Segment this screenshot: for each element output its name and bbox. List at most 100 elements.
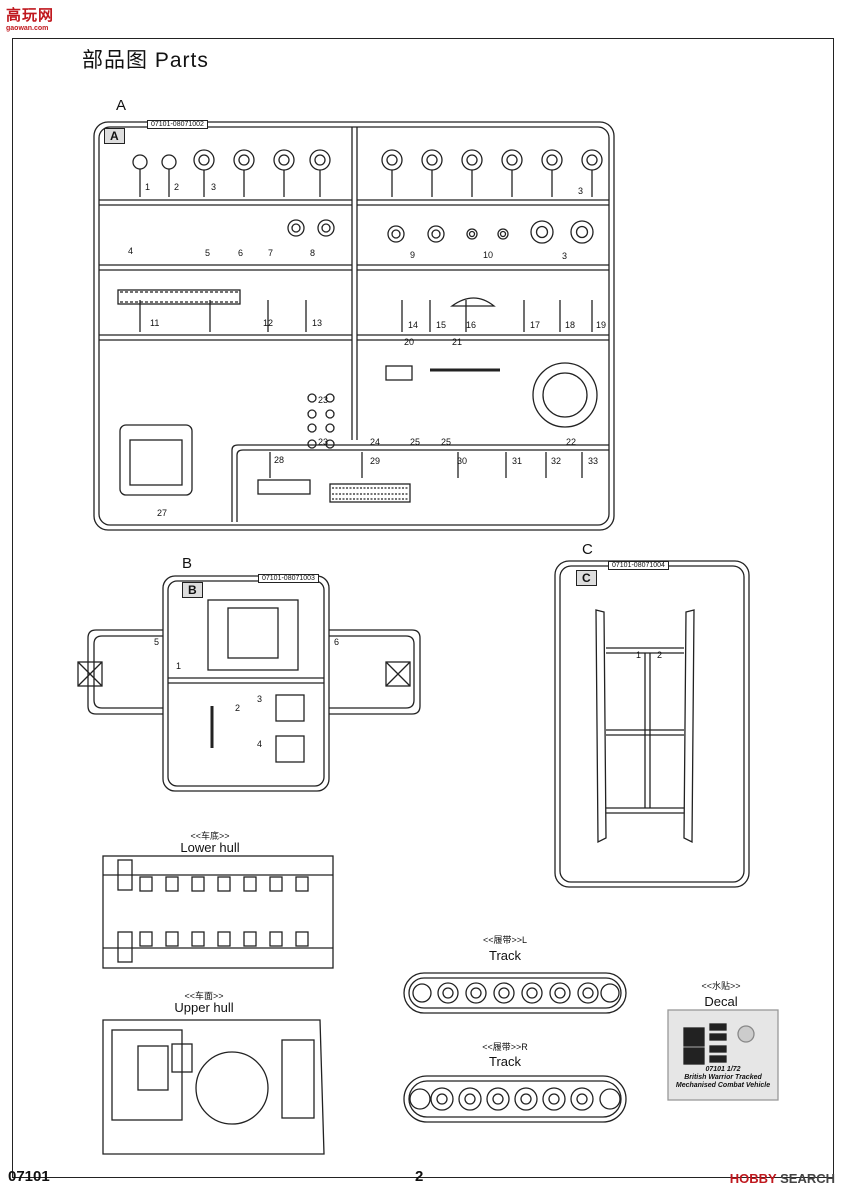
sprue-a-frame	[93, 121, 615, 531]
road-wheel-part	[461, 149, 483, 171]
road-wheel-hub	[198, 154, 210, 166]
track-wheel-hub	[464, 1093, 476, 1105]
sprue-c-frame	[554, 560, 750, 888]
road-wheel-hub	[238, 154, 250, 166]
lower-hull-caption: Lower hull	[180, 840, 240, 855]
sprue-c-letter: C	[582, 541, 593, 558]
part-label: 8	[310, 248, 316, 258]
track-road-wheel	[521, 982, 543, 1004]
wheel-part	[387, 225, 405, 243]
small-wheel-part	[325, 393, 335, 403]
suspension-arm	[139, 876, 153, 892]
watermark: HOBBY SEARCH	[730, 1171, 835, 1186]
part-label: 13	[312, 318, 323, 328]
part-label: 1	[176, 661, 182, 671]
part-label: 24	[370, 437, 381, 447]
part-label: 2	[174, 182, 180, 192]
part-label: 25	[441, 437, 452, 447]
track-road-wheel	[542, 1087, 566, 1111]
track-wheel-hub	[548, 1093, 560, 1105]
part-label: 4	[128, 246, 134, 256]
track-road-wheel	[458, 1087, 482, 1111]
track-road-wheel	[437, 982, 459, 1004]
wheel-hub	[391, 229, 401, 239]
road-wheel-hub	[426, 154, 438, 166]
part-label: 7	[268, 248, 274, 258]
suspension-arm	[139, 931, 153, 947]
part-label: 15	[436, 320, 447, 330]
suspension-arm	[243, 876, 257, 892]
wheel-part	[317, 219, 335, 237]
part-label: 2	[235, 703, 241, 713]
track-road-wheel	[430, 1087, 454, 1111]
part-label: 32	[551, 456, 562, 466]
track-left-caption-cn: <<履带>>L	[482, 935, 528, 945]
small-wheel-part	[325, 439, 335, 449]
part-label: 9	[410, 250, 416, 260]
road-wheel-part	[193, 149, 215, 171]
part-label: 11	[150, 318, 160, 328]
part-label: 1	[145, 182, 151, 192]
decal-caption-cn: <<水贴>>	[701, 981, 741, 991]
sprue-c-tab: C	[576, 570, 597, 586]
part-label: 3	[562, 251, 568, 261]
small-wheel-part	[325, 409, 335, 419]
track-wheel-hub	[436, 1093, 448, 1105]
part-label: 21	[452, 337, 463, 347]
part-label: 23	[318, 395, 329, 405]
page-number: 2	[415, 1168, 424, 1185]
part-label: 6	[334, 637, 340, 647]
track-road-wheel	[549, 982, 571, 1004]
track-idler	[409, 1088, 431, 1110]
road-wheel-part	[501, 149, 523, 171]
lower-hull-caption-cn: <<车底>>	[190, 831, 230, 841]
track-road-wheel	[493, 982, 515, 1004]
wheel-part	[530, 220, 554, 244]
track-left-caption: Track	[488, 948, 522, 963]
sprue-a-parts	[132, 149, 603, 478]
suspension-arm	[295, 876, 309, 892]
track-right-drawing	[403, 1075, 627, 1123]
sprue-b-code: 07101-08071003	[258, 574, 319, 583]
part-label: 30	[457, 456, 468, 466]
part-label: 1	[636, 650, 642, 660]
track-wheel-hub	[582, 987, 594, 999]
track-wheel-hub	[554, 987, 566, 999]
road-wheel-hub	[586, 154, 598, 166]
track-road-wheel	[570, 1087, 594, 1111]
part-label: 31	[512, 456, 523, 466]
track-wheel-hub	[576, 1093, 588, 1105]
part-label: 23	[318, 437, 329, 447]
track-idler	[599, 1088, 621, 1110]
small-wheel-part	[325, 423, 335, 433]
track-road-wheel	[465, 982, 487, 1004]
track-wheel-hub	[470, 987, 482, 999]
part-label: 3	[257, 694, 263, 704]
sprue-c-code: 07101-08071004	[608, 561, 669, 570]
track-wheel-hub	[520, 1093, 532, 1105]
road-wheel-hub	[386, 154, 398, 166]
suspension-arm	[295, 931, 309, 947]
part-label: 14	[408, 320, 419, 330]
decal-text: 07101 1/72 British Warrior Tracked Mecha…	[670, 1066, 776, 1090]
track-wheel-hub	[498, 987, 510, 999]
watermark-rest: SEARCH	[776, 1171, 835, 1186]
part-label: 5	[154, 637, 160, 647]
small-wheel-part	[307, 423, 317, 433]
track-road-wheel	[486, 1087, 510, 1111]
sprue-b-tab: B	[182, 582, 203, 598]
wheel-hub	[431, 229, 441, 239]
decal-line-1: British Warrior Tracked	[684, 1074, 762, 1081]
part-label: 20	[404, 337, 415, 347]
page-title: 部品图 Parts	[82, 49, 209, 72]
suspension-arm	[165, 876, 179, 892]
road-wheel-hub	[314, 154, 326, 166]
part-label: 5	[205, 248, 211, 258]
track-wheel-hub	[492, 1093, 504, 1105]
decal-caption: Decal	[704, 994, 738, 1009]
part-label: 18	[565, 320, 576, 330]
part-label: 4	[257, 739, 263, 749]
kit-number: 07101	[8, 1168, 50, 1185]
wheel-part	[497, 228, 509, 240]
